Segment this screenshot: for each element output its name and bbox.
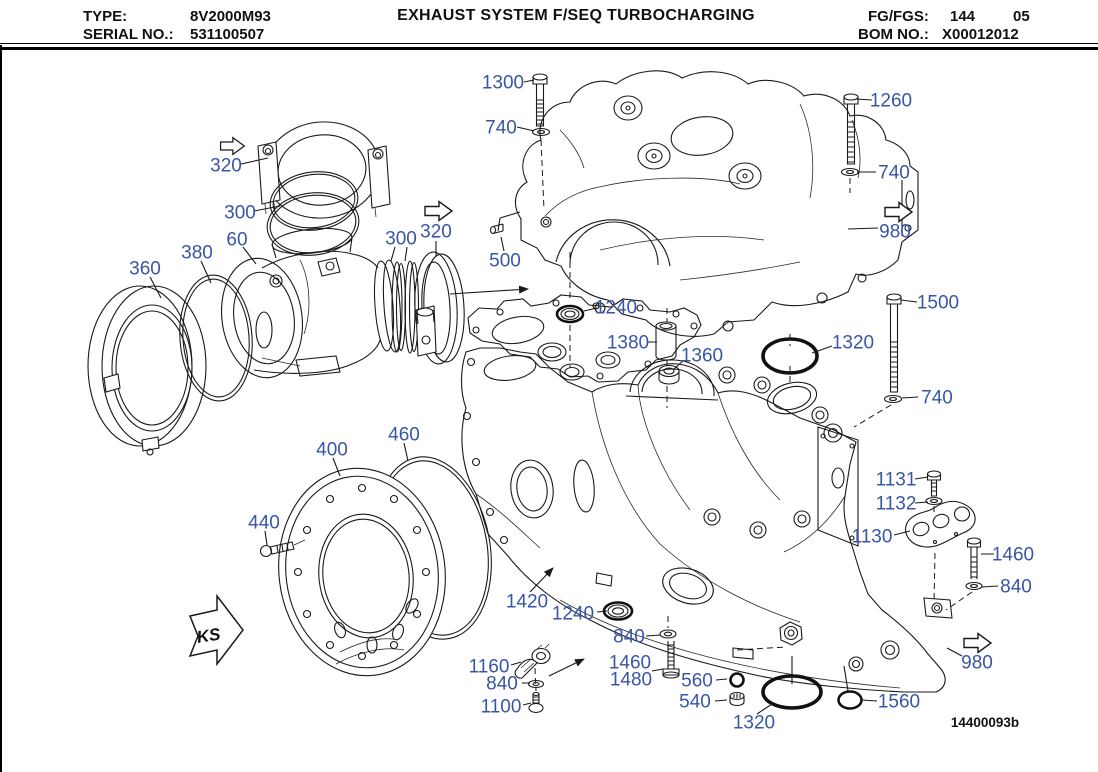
part-callout-440[interactable]: 440 (248, 513, 280, 534)
part-callout-840[interactable]: 840 (613, 627, 645, 648)
part-callout-560[interactable]: 560 (681, 671, 713, 692)
part-callout-1320[interactable]: 1320 (832, 333, 874, 354)
bolt-1131 (926, 470, 942, 497)
fgfgs-value2: 05 (1013, 8, 1030, 25)
part-callout-740[interactable]: 740 (485, 118, 517, 139)
direction-arrow-icons (219, 136, 993, 654)
bolt-1460-right (966, 537, 982, 579)
washer-1132 (925, 496, 943, 506)
part-callout-1420[interactable]: 1420 (506, 592, 548, 613)
part-callout-980[interactable]: 980 (879, 222, 911, 243)
page-left-border (0, 45, 2, 772)
part-callout-400[interactable]: 400 (316, 440, 348, 461)
hex-plug-on-housing (779, 621, 803, 646)
part-callout-300[interactable]: 300 (385, 229, 417, 250)
header-rule-thin (0, 43, 1098, 44)
pin-500 (489, 223, 504, 235)
bushing-1360 (658, 364, 680, 385)
fgfgs-value: 144 (950, 8, 976, 25)
part-callout-300[interactable]: 300 (224, 203, 256, 224)
o-ring-1560 (837, 690, 863, 710)
part-callout-1460[interactable]: 1460 (609, 653, 651, 674)
part-callout-1240[interactable]: 1240 (552, 604, 594, 625)
part-callout-1300[interactable]: 1300 (482, 73, 524, 94)
part-callout-1500[interactable]: 1500 (917, 293, 959, 314)
bolt-1100 (528, 691, 544, 714)
part-callout-1380[interactable]: 1380 (607, 333, 649, 354)
part-callout-1320[interactable]: 1320 (733, 713, 775, 734)
part-callout-540[interactable]: 540 (679, 692, 711, 713)
serial-value: 531100507 (190, 26, 265, 43)
main-housing-drawing (460, 294, 953, 693)
part-callout-360[interactable]: 360 (129, 259, 161, 280)
seal-1240-lower (602, 601, 634, 621)
part-callout-1130[interactable]: 1130 (852, 527, 893, 548)
part-callout-320[interactable]: 320 (210, 156, 242, 177)
bolt-1460-1480 (662, 641, 680, 679)
header-rule-thick (0, 47, 1098, 50)
pointer-arrow-elbow-to-housing (449, 285, 529, 295)
clamp-1160 (514, 643, 551, 679)
ks-marker-label: KS (195, 624, 222, 647)
type-value: 8V2000M93 (190, 8, 271, 25)
pointer-arrow-1160 (548, 658, 585, 677)
bom-value: X00012012 (942, 26, 1019, 43)
bolt-440 (259, 539, 306, 558)
part-callout-980[interactable]: 980 (961, 653, 993, 674)
part-callout-1240[interactable]: 1240 (595, 298, 637, 319)
part-callout-1131[interactable]: 1131 (876, 470, 917, 491)
part-callout-1480[interactable]: 1480 (610, 670, 652, 691)
washer-740-c (883, 394, 903, 404)
part-callout-740[interactable]: 740 (921, 388, 953, 409)
bolt-1500 (886, 293, 902, 393)
part-callout-320[interactable]: 320 (420, 222, 452, 243)
part-callout-1260[interactable]: 1260 (870, 91, 912, 112)
part-callout-500[interactable]: 500 (489, 251, 521, 272)
plate-1130 (905, 500, 976, 548)
drawing-number: 14400093b (951, 715, 1019, 730)
part-callout-1460[interactable]: 1460 (992, 545, 1034, 566)
hardware-parts (489, 73, 983, 714)
washer-740-a (531, 127, 551, 137)
direction-arrow-icon (424, 200, 454, 222)
part-callout-1160[interactable]: 1160 (469, 657, 510, 678)
direction-arrow-icon (963, 632, 993, 654)
pointer-arrow-1420 (529, 567, 554, 593)
flange-and-gasket-drawing (259, 456, 492, 677)
part-callout-1560[interactable]: 1560 (878, 692, 920, 713)
washer-840-right (965, 581, 983, 591)
part-callout-1132[interactable]: 1132 (876, 494, 917, 515)
part-callout-460[interactable]: 460 (388, 425, 420, 446)
elbow-assembly-drawing (87, 121, 465, 456)
callout-leader-lines (149, 79, 999, 715)
sleeve-1380 (655, 321, 677, 361)
part-callout-840[interactable]: 840 (486, 674, 518, 695)
bolt-1300 (532, 73, 548, 127)
washer-740-b (840, 167, 860, 177)
direction-arrow-icon (219, 136, 246, 156)
assembly-dashed-lines (534, 139, 973, 692)
washer-840-center (659, 629, 677, 639)
bolt-1260 (843, 93, 859, 165)
part-callout-740[interactable]: 740 (878, 163, 910, 184)
part-callout-380[interactable]: 380 (181, 243, 213, 264)
part-callout-840[interactable]: 840 (1000, 577, 1032, 598)
type-label: TYPE: (83, 8, 128, 25)
part-callout-60[interactable]: 60 (226, 230, 247, 251)
bom-label: BOM NO.: (858, 26, 929, 43)
direction-arrow-icon (884, 201, 914, 223)
seal-1240-upper (555, 304, 585, 324)
ring-560 (729, 672, 745, 688)
plug-540 (729, 691, 745, 707)
fgfgs-label: FG/FGS: (868, 8, 929, 25)
part-callout-1100[interactable]: 1100 (481, 697, 522, 718)
page-title: EXHAUST SYSTEM F/SEQ TURBOCHARGING (397, 7, 755, 24)
ks-direction-marker: KS (188, 593, 244, 667)
serial-label: SERIAL NO.: (83, 26, 174, 43)
part-callout-1360[interactable]: 1360 (681, 346, 723, 367)
